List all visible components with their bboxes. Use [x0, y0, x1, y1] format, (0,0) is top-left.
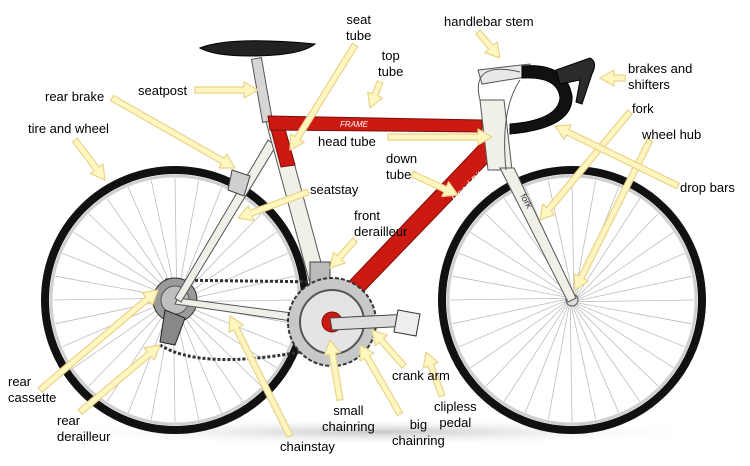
label-seat-tube: seat tube: [346, 12, 372, 43]
spoke: [180, 252, 288, 300]
spoke: [177, 305, 262, 387]
spoke: [547, 305, 570, 420]
rear-derailleur-shape: [159, 309, 186, 346]
spoke: [180, 213, 262, 298]
arrow-down-tube: [410, 170, 459, 198]
spoke: [470, 231, 569, 296]
label-small-chainring: small chainring: [322, 403, 375, 434]
spoke: [177, 180, 200, 295]
arrow-brakes-and-shifters: [599, 69, 626, 87]
spoke: [178, 187, 223, 296]
callout-arrows: [37, 29, 680, 438]
spoke: [576, 303, 685, 348]
spoke: [73, 231, 172, 296]
label-rear-brake: rear brake: [45, 89, 105, 104]
spoke: [575, 304, 674, 369]
label-wheel-hub: wheel hub: [642, 127, 702, 142]
spoke: [176, 305, 244, 402]
label-chainstay: chainstay: [280, 439, 335, 454]
spoke: [574, 305, 659, 387]
arrow-rear-cassette: [37, 289, 159, 393]
label-crank-arm: crank arm: [392, 368, 450, 383]
arrow-drop-bars: [554, 124, 680, 190]
spoke: [572, 305, 620, 413]
brake-cable: [478, 68, 521, 171]
label-fork: fork: [632, 101, 654, 116]
spoke: [571, 177, 575, 295]
label-top-tube: top tube: [378, 48, 404, 79]
spoke: [485, 302, 567, 387]
label-rear-derailleur: rear derailleur: [57, 413, 111, 444]
spoke: [577, 302, 692, 325]
arrow-seat-tube: [289, 42, 359, 151]
label-handlebar-stem: handlebar stem: [444, 14, 534, 29]
spoke: [73, 301, 170, 369]
label-brakes-and-shifters: brakes and shifters: [628, 61, 693, 92]
brake-lever-shape: [555, 57, 596, 105]
spoke: [174, 177, 178, 295]
spoke: [573, 305, 641, 402]
spoke: [459, 300, 567, 348]
spoke: [577, 231, 674, 299]
spoke: [55, 298, 170, 325]
label-clipless-pedal: clipless pedal: [434, 399, 477, 430]
label-seatstay: seatstay: [310, 182, 359, 197]
spoke: [577, 213, 659, 298]
spoke: [524, 304, 569, 413]
arrow-clipless-pedal: [422, 351, 446, 398]
arrow-seatpost: [194, 81, 259, 99]
arrow-chainstay: [228, 315, 294, 438]
label-down-tube: down tube: [386, 151, 418, 182]
arrow-fork: [539, 109, 633, 221]
arrow-front-derailleur: [329, 237, 358, 269]
label-front-derailleur: front derailleur: [354, 208, 408, 239]
spoke: [577, 252, 685, 300]
arrow-seatstay: [237, 188, 310, 222]
label-drop-bars: drop bars: [680, 180, 735, 195]
spoke: [485, 213, 570, 295]
arrow-crank-arm: [371, 329, 407, 369]
spoke: [88, 213, 173, 295]
spoke: [569, 305, 573, 423]
label-big-chainring: big chainring: [392, 417, 445, 448]
spoke: [577, 299, 695, 303]
spoke: [470, 301, 567, 369]
spoke: [180, 231, 277, 299]
label-tire-and-wheel: tire and wheel: [28, 121, 109, 136]
spoke: [106, 198, 174, 295]
spoke: [62, 252, 171, 297]
spoke: [452, 275, 567, 298]
frame-logo: FRAME: [340, 120, 369, 129]
arrow-rear-brake: [109, 94, 236, 169]
spoke: [570, 305, 597, 420]
spoke: [452, 298, 567, 325]
arrow-small-chainring: [323, 339, 344, 402]
arrow-big-chainring: [359, 344, 404, 417]
spoke: [503, 303, 568, 402]
spoke: [127, 187, 175, 295]
arrow-rear-derailleur: [77, 344, 161, 415]
spoke: [150, 180, 177, 295]
spoke: [459, 252, 568, 297]
spoke: [547, 180, 574, 295]
fork-shape: [499, 167, 577, 303]
arrow-head-tube: [387, 128, 493, 146]
rear-brake-shape: [227, 169, 251, 197]
arrow-tire-and-wheel: [71, 137, 106, 181]
arrow-top-tube: [367, 80, 384, 109]
spoke: [106, 303, 171, 402]
spoke: [449, 297, 567, 301]
saddle-shape: [198, 40, 317, 57]
pedal-shape: [393, 309, 421, 337]
label-seatpost: seatpost: [138, 83, 188, 98]
spoke: [88, 302, 170, 387]
label-head-tube: head tube: [318, 134, 376, 149]
spoke: [577, 275, 692, 302]
arrow-handlebar-stem: [475, 29, 501, 59]
label-rear-cassette: rear cassette: [8, 374, 57, 405]
